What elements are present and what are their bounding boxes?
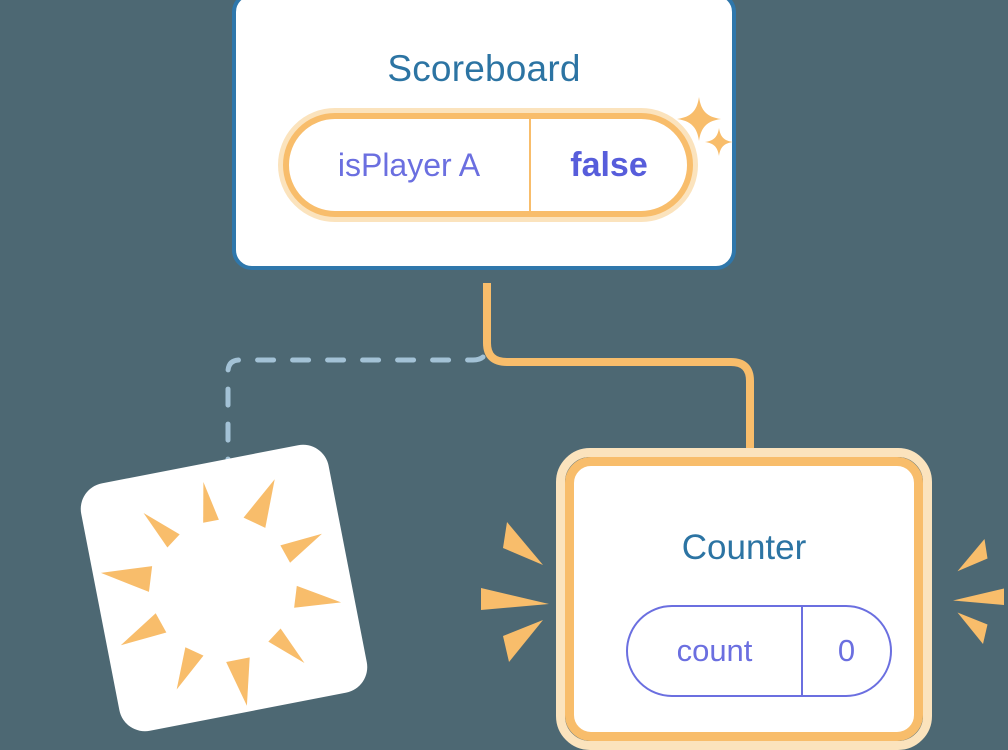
sparkle-small-icon [705,128,733,156]
connector-scoreboard-to-burst-card [225,285,490,473]
counter-card-inner: Counter count 0 [565,457,923,741]
scoreboard-card[interactable]: Scoreboard isPlayer A false [232,0,736,270]
scoreboard-property-pill[interactable]: isPlayer A false [278,108,698,222]
scoreboard-title: Scoreboard [387,48,581,89]
counter-property-pill[interactable]: count 0 [626,605,892,697]
counter-card[interactable]: Counter count 0 [556,448,932,750]
counter-property-key: count [628,607,803,695]
counter-right-rays [950,500,1008,680]
connector-scoreboard-to-counter [483,283,754,462]
burst-rays-icon [100,479,342,706]
burst-rays-right-icon [953,539,1004,644]
scoreboard-property-value: false [570,145,648,184]
counter-left-rays [473,500,553,680]
counter-title: Counter [681,528,807,567]
sparkle-large-icon [677,97,721,141]
counter-property-value: 0 [837,633,856,668]
burst-card[interactable] [76,440,372,736]
scoreboard-property-key: isPlayer A [289,119,531,211]
scoreboard-pill-glow [278,108,698,222]
burst-rays-left-icon [481,522,549,662]
scoreboard-pill[interactable]: isPlayer A false [283,113,693,217]
